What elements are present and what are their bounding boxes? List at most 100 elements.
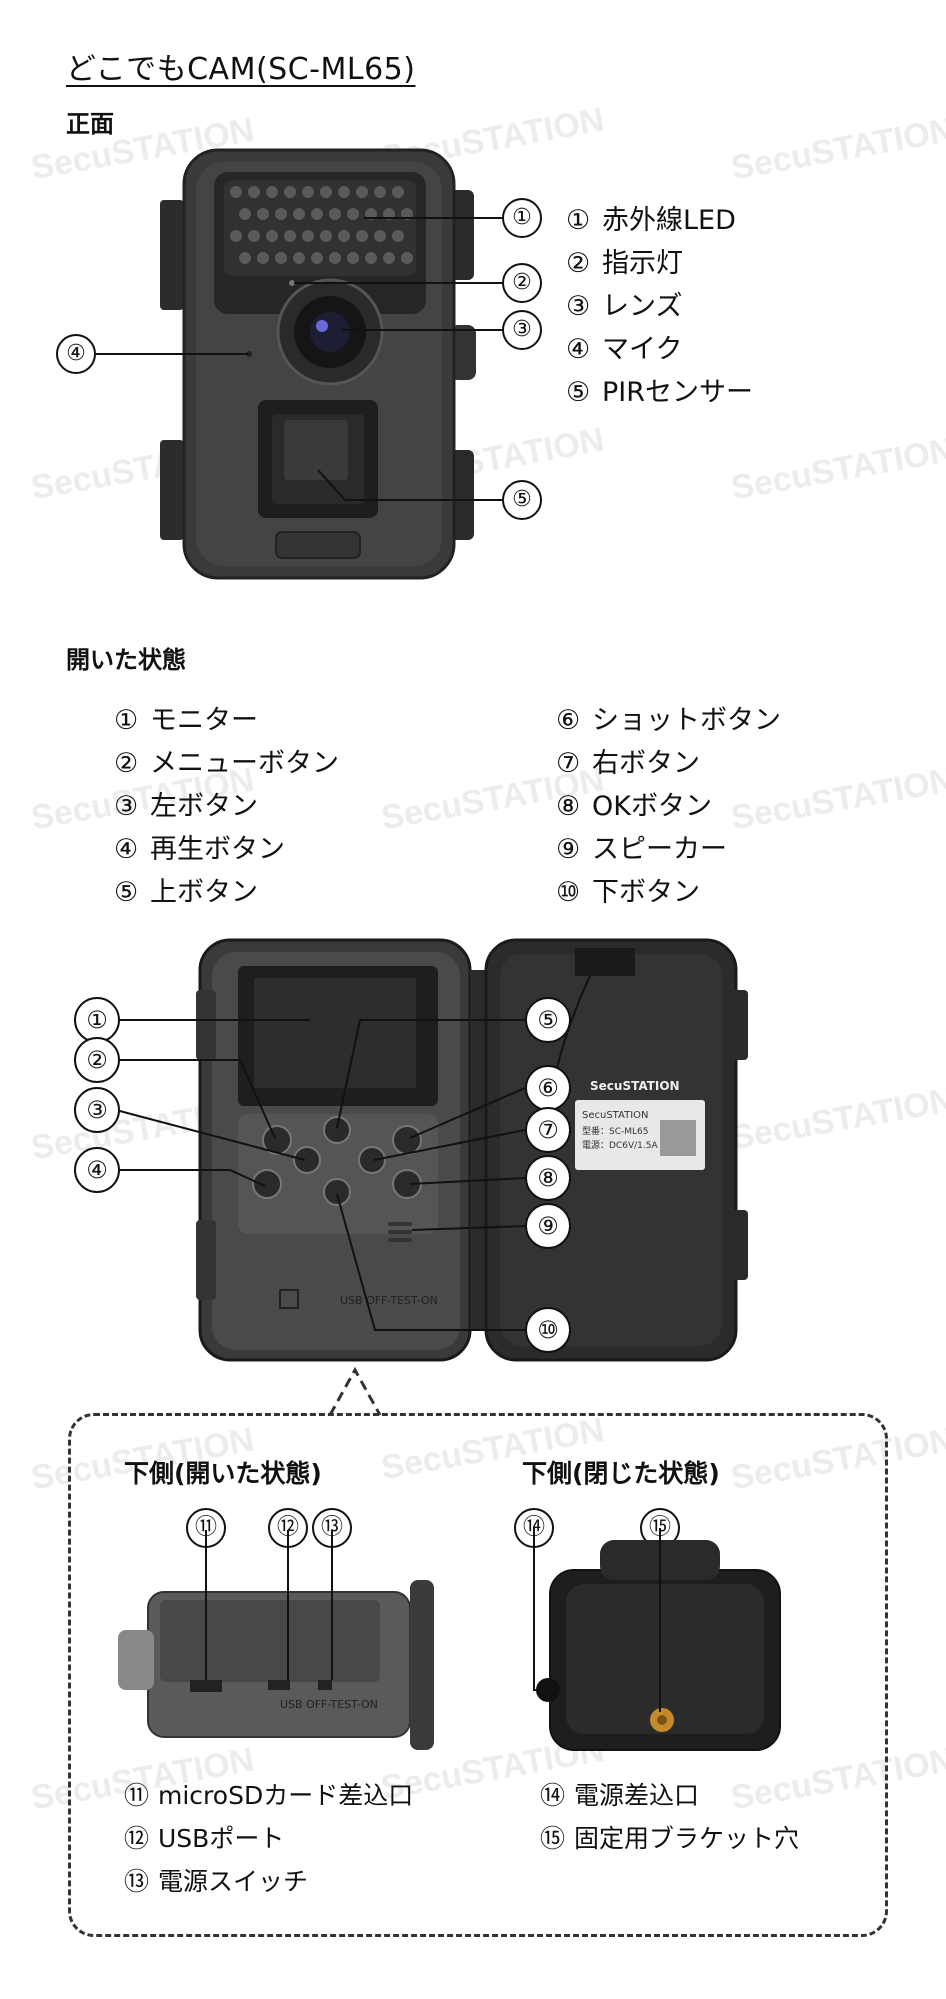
ir-led bbox=[347, 208, 359, 220]
callout-4: ④ bbox=[74, 1147, 120, 1193]
ir-led bbox=[311, 208, 323, 220]
ir-led bbox=[320, 186, 332, 198]
ir-led bbox=[293, 208, 305, 220]
svg-text:型番：SC-ML65: 型番：SC-ML65 bbox=[582, 1125, 648, 1137]
ir-led bbox=[311, 252, 323, 264]
speaker-grille bbox=[388, 1222, 412, 1242]
ir-led bbox=[257, 208, 269, 220]
open-section-label: 開いた状態 bbox=[66, 646, 186, 674]
callout-2: ② bbox=[74, 1037, 120, 1083]
ir-led bbox=[284, 230, 296, 242]
ir-led bbox=[329, 208, 341, 220]
ir-led bbox=[257, 252, 269, 264]
ir-led bbox=[374, 186, 386, 198]
ir-led bbox=[383, 252, 395, 264]
ir-led bbox=[365, 252, 377, 264]
svg-text:SecuSTATION: SecuSTATION bbox=[582, 1110, 649, 1121]
bottom-detail-box bbox=[68, 1413, 888, 1937]
ir-led bbox=[329, 252, 341, 264]
bottom-closed-heading: 下側(閉じた状態) bbox=[522, 1459, 720, 1488]
play-button bbox=[252, 1169, 282, 1199]
ir-led bbox=[239, 208, 251, 220]
ir-led bbox=[392, 230, 404, 242]
open-camera-illustration: USB OFF-TEST-ON SecuSTATION SecuSTATION … bbox=[115, 938, 748, 1362]
ir-led bbox=[374, 230, 386, 242]
front-camera-illustration bbox=[96, 148, 502, 580]
ir-led bbox=[338, 186, 350, 198]
callout-5: ⑤ bbox=[525, 997, 571, 1043]
callout-8: ⑧ bbox=[525, 1155, 571, 1201]
callout-2: ② bbox=[502, 263, 542, 303]
ir-led bbox=[230, 186, 242, 198]
callout-3: ③ bbox=[502, 310, 542, 350]
bottom-open-heading: 下側(開いた状態) bbox=[124, 1459, 322, 1488]
front-section-label: 正面 bbox=[66, 110, 114, 138]
indicator-light bbox=[289, 280, 295, 286]
ir-led bbox=[347, 252, 359, 264]
ir-led bbox=[248, 186, 260, 198]
callout-3: ③ bbox=[74, 1087, 120, 1133]
menu-button bbox=[262, 1125, 292, 1155]
microsd-slot bbox=[190, 1680, 222, 1692]
ir-led bbox=[275, 252, 287, 264]
bottom-illustrations: USB OFF-TEST-ON bbox=[118, 1528, 781, 1751]
ir-led bbox=[266, 230, 278, 242]
callout-4: ④ bbox=[56, 334, 96, 374]
ir-led bbox=[302, 186, 314, 198]
ir-led bbox=[275, 208, 287, 220]
ir-led bbox=[230, 230, 242, 242]
callout-7: ⑦ bbox=[525, 1107, 571, 1153]
ir-led bbox=[248, 230, 260, 242]
ir-led bbox=[284, 186, 296, 198]
left-button bbox=[293, 1146, 321, 1174]
microphone bbox=[246, 351, 252, 357]
port-labels: USB OFF-TEST-ON bbox=[340, 1294, 438, 1307]
page-title: どこでもCAM(SC-ML65) bbox=[66, 52, 416, 87]
dashed-pointer bbox=[328, 1366, 382, 1416]
ir-led bbox=[338, 230, 350, 242]
shot-button bbox=[392, 1125, 422, 1155]
ir-led bbox=[293, 252, 305, 264]
callout-1: ① bbox=[502, 198, 542, 238]
svg-text:SecuSTATION: SecuSTATION bbox=[590, 1079, 680, 1093]
ir-led bbox=[302, 230, 314, 242]
ir-led bbox=[356, 186, 368, 198]
callout-5: ⑤ bbox=[502, 480, 542, 520]
ir-led bbox=[320, 230, 332, 242]
usb-port bbox=[268, 1680, 290, 1690]
ir-led bbox=[401, 252, 413, 264]
callout-12: ⑫ bbox=[268, 1508, 308, 1548]
ir-led bbox=[356, 230, 368, 242]
ir-led bbox=[239, 252, 251, 264]
callout-9: ⑨ bbox=[525, 1203, 571, 1249]
ir-led bbox=[392, 186, 404, 198]
up-button bbox=[323, 1116, 351, 1144]
callout-6: ⑥ bbox=[525, 1065, 571, 1111]
svg-text:電源：DC6V/1.5A: 電源：DC6V/1.5A bbox=[582, 1140, 658, 1151]
